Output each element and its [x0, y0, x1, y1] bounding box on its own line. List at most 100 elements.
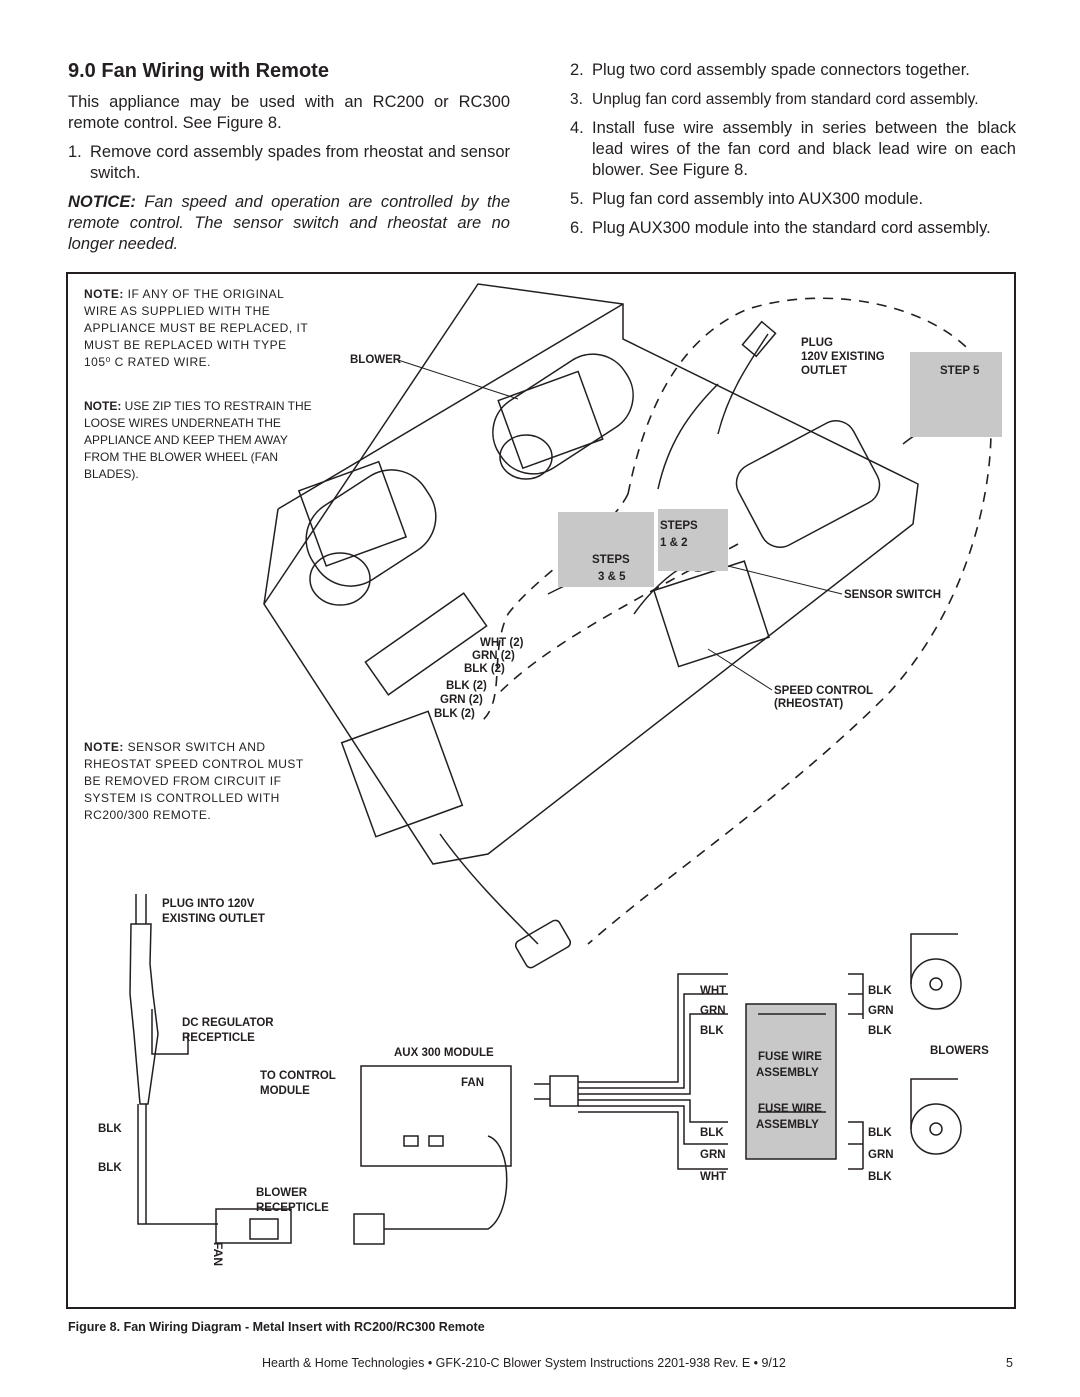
cord-assembly — [657, 383, 719, 490]
blower-top-wheel — [910, 958, 962, 1010]
left-column: This appliance may be used with an RC200… — [68, 92, 510, 255]
blower-bracket-left — [297, 460, 408, 567]
label-wht-top: WHT — [700, 985, 726, 997]
note-label: NOTE: — [84, 740, 124, 754]
module-socket-left — [403, 1135, 419, 1147]
label-steps12-b: 1 & 2 — [660, 537, 688, 549]
label-blower-bottom-blk-2: BLK — [868, 1171, 892, 1183]
page-number: 5 — [1006, 1356, 1013, 1370]
label-blk-1: BLK — [98, 1123, 122, 1135]
wht-wire-bottom — [578, 1111, 728, 1170]
label-grn-top: GRN — [700, 1005, 726, 1017]
insert-plate — [263, 283, 919, 865]
blower-top-outlet — [910, 933, 958, 984]
label-wht-bottom: WHT — [700, 1171, 726, 1183]
blower-bottom-outlet — [910, 1078, 958, 1129]
grn-wire-bottom — [578, 1105, 728, 1145]
label-sensor-switch: SENSOR SWITCH — [844, 589, 941, 601]
label-speed-control-2: (RHEOSTAT) — [774, 698, 843, 710]
label-assembly-1: ASSEMBLY — [756, 1067, 819, 1079]
label-plug-into-1: PLUG INTO 120V — [162, 898, 255, 910]
label-to-control-2: MODULE — [260, 1085, 310, 1097]
wht-wire-top — [578, 973, 728, 1083]
label-wire-2: GRN (2) — [472, 650, 515, 662]
note-text: If any of the original wire as supplied … — [84, 287, 308, 369]
label-to-control-1: TO CONTROL — [260, 1070, 336, 1082]
label-steps12-a: STEPS — [660, 520, 698, 532]
step-5-shade — [910, 352, 1002, 437]
plug-120v — [741, 320, 777, 358]
step-number: 6. — [570, 219, 584, 237]
step-text: Install fuse wire assembly in series bet… — [592, 119, 1016, 179]
step-text: Plug AUX300 module into the standard cor… — [592, 219, 991, 237]
right-column: 2.Plug two cord assembly spade connector… — [570, 60, 1016, 247]
label-blower-top-blk: BLK — [868, 985, 892, 997]
aux-300-module — [360, 1065, 512, 1167]
step-3: 3. Unplug fan cord assembly from standard… — [570, 89, 1016, 110]
label-blower-top-grn: GRN — [868, 1005, 894, 1017]
step-5: 5. Plug fan cord assembly into AUX300 mod… — [570, 189, 1016, 210]
dashed-region-outline — [587, 297, 992, 945]
junction-box — [735, 420, 881, 548]
label-blower-recepticle-2: RECEPTICLE — [256, 1202, 329, 1214]
blower-bottom-hub — [929, 1122, 943, 1136]
step-text: Plug fan cord assembly into AUX300 modul… — [592, 190, 924, 208]
blower-top-hub — [929, 977, 943, 991]
blower-top-leads — [848, 973, 864, 1019]
note-sensor-switch: NOTE: Sensor switch and rheostat speed c… — [84, 739, 314, 824]
note-text: Use zip ties to restrain the loose wires… — [84, 399, 312, 481]
step-number: 1. — [68, 143, 82, 161]
step-text: Unplug fan cord assembly from standard c… — [592, 91, 979, 108]
label-step5: STEP 5 — [940, 365, 980, 377]
power-adapter-cord — [129, 923, 159, 1105]
terminal-block — [364, 592, 488, 696]
plug-cord — [717, 333, 769, 435]
blk-wire-top — [578, 1013, 728, 1095]
label-wire-3: BLK (2) — [464, 663, 505, 675]
blower-bracket-right — [497, 370, 604, 470]
figure-8-box: NOTE: If any of the original wire as sup… — [66, 272, 1016, 1309]
label-grn-bottom: GRN — [700, 1149, 726, 1161]
label-existing-outlet-2: OUTLET — [801, 365, 847, 377]
label-wire-1: WHT (2) — [480, 637, 524, 649]
label-existing-outlet-1: 120V EXISTING — [801, 351, 885, 363]
recepticle-socket — [249, 1218, 279, 1240]
blk-wire-bottom — [578, 1099, 728, 1123]
label-blower-bottom-grn: GRN — [868, 1149, 894, 1161]
label-blowers: BLOWERS — [930, 1045, 989, 1057]
figure-caption: Figure 8. Fan Wiring Diagram - Metal Ins… — [68, 1320, 485, 1334]
step-6: 6. Plug AUX300 module into the standard c… — [570, 218, 1016, 239]
label-fuse-wire-1: FUSE WIRE — [758, 1051, 822, 1063]
steps-3-5-shade — [558, 512, 654, 587]
dashed-wire-route-2 — [497, 543, 739, 695]
step-1: 1. Remove cord assembly spades from rheo… — [68, 142, 510, 184]
notice-label: NOTICE: — [68, 193, 136, 211]
note-label: NOTE: — [84, 287, 124, 301]
rheostat-bracket — [652, 560, 770, 668]
fan-plug — [353, 1213, 385, 1245]
blower-end-left — [309, 552, 371, 606]
grn-wire-top — [578, 993, 728, 1089]
label-plug: PLUG — [801, 337, 833, 349]
fan-wiring-diagram: BLOWER PLUG 120V EXISTING OUTLET STEP 5 … — [98, 283, 1002, 1266]
blower-bottom-leads — [848, 1121, 864, 1170]
step-number: 3. — [570, 91, 583, 108]
label-wire-4: BLK (2) — [446, 680, 487, 692]
note-replacement-wire: NOTE: If any of the original wire as sup… — [84, 286, 314, 371]
label-blower-bottom-blk: BLK — [868, 1127, 892, 1139]
dc-regulator-lead — [151, 1009, 189, 1055]
plate-back-edge — [277, 303, 624, 510]
label-steps35-b: 3 & 5 — [598, 571, 626, 583]
label-dc-regulator-2: RECEPTICLE — [182, 1032, 255, 1044]
step-number: 5. — [570, 190, 584, 208]
blk-lead-1 — [137, 1104, 218, 1225]
step-number: 4. — [570, 119, 584, 137]
label-dc-regulator-1: DC REGULATOR — [182, 1017, 274, 1029]
notice-text: Fan speed and operation are controlled b… — [68, 193, 510, 253]
fan-cord-loop — [408, 1135, 508, 1230]
label-wire-5: GRN (2) — [440, 694, 483, 706]
note-label: NOTE: — [84, 399, 122, 413]
label-wire-6: BLK (2) — [434, 708, 475, 720]
page-footer: Hearth & Home Technologies • GFK-210-C B… — [262, 1356, 786, 1370]
label-speed-control-1: SPEED CONTROL — [774, 685, 873, 697]
